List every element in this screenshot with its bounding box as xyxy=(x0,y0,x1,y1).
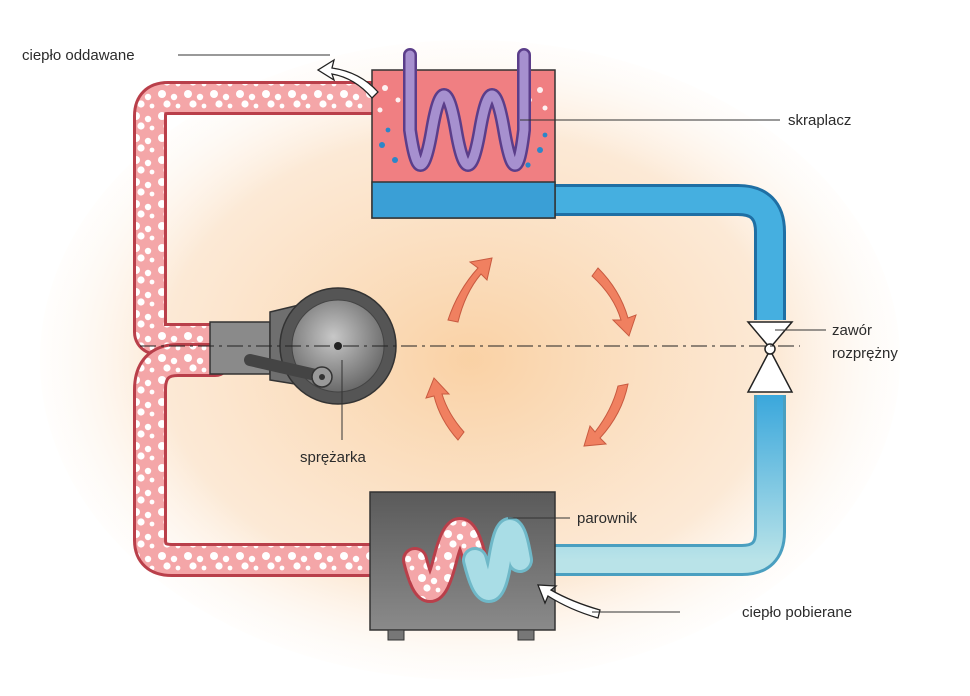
evaporator xyxy=(369,491,556,641)
label-valve-line1: zawór xyxy=(832,322,872,339)
label-heat-released: ciepło oddawane xyxy=(22,47,135,64)
label-compressor: sprężarka xyxy=(300,449,367,466)
expansion-valve xyxy=(746,321,794,393)
label-condenser: skraplacz xyxy=(788,112,851,129)
label-heat-absorbed: ciepło pobierane xyxy=(742,604,852,621)
label-valve-line2: rozprężny xyxy=(832,345,898,362)
hot-refrigerant-pipes xyxy=(133,81,432,577)
condenser xyxy=(371,48,556,219)
heat-released-arrow xyxy=(316,58,379,99)
cold-refrigerant-pipes xyxy=(515,184,786,576)
label-evaporator: parownik xyxy=(577,510,638,527)
heat-absorbed-arrow xyxy=(537,584,601,619)
cycle-direction-arrows xyxy=(425,257,637,447)
